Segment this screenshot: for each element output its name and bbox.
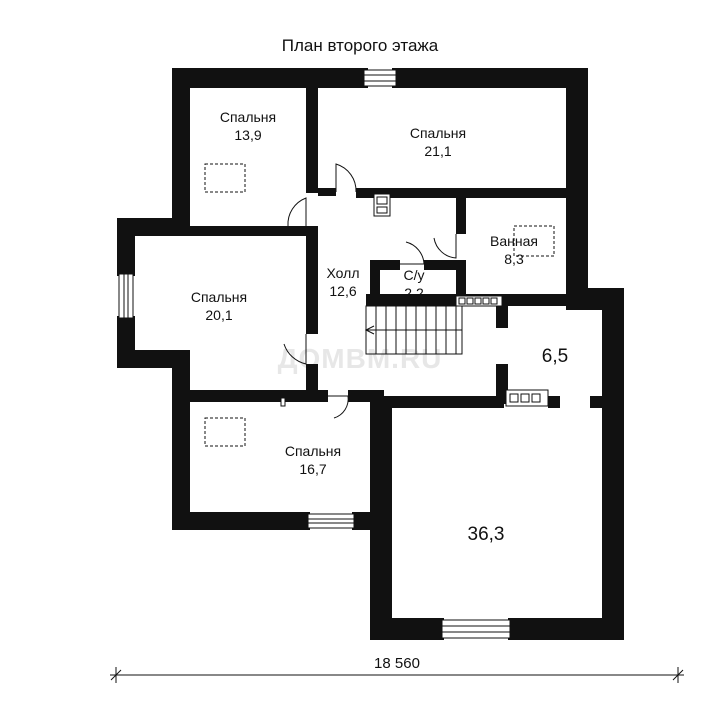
radiator-small (505, 389, 549, 407)
window-bay (118, 273, 134, 319)
room-name-bedroom-sw: Спальня (285, 443, 341, 459)
watermark: ДОМВМ.RU (278, 343, 443, 374)
room-area-hall: 12,6 (329, 283, 356, 299)
room-name-bedroom-n: Спальня (410, 125, 466, 141)
room-area-bedroom-sw: 16,7 (299, 461, 326, 477)
doors (283, 163, 457, 419)
interior-walls (190, 88, 604, 518)
room-area-small: 6,5 (542, 346, 568, 367)
exterior-walls (117, 68, 624, 640)
windows (118, 69, 511, 639)
room-name-bathroom: Ванная (490, 233, 538, 249)
dimension-label: 18 560 (374, 655, 420, 672)
door-nw-bedroom (287, 197, 307, 227)
dimension-line (110, 667, 684, 683)
room-name-wc: С/у (404, 267, 425, 283)
skylight-nw (204, 163, 246, 193)
room-area-bathroom: 8,3 (504, 251, 524, 267)
door-hall-north (335, 163, 357, 193)
skylight-bath (513, 225, 555, 257)
room-area-bedroom-w: 20,1 (205, 307, 232, 323)
window-large (441, 619, 511, 639)
door-sw-bedroom (328, 395, 349, 419)
socket (280, 397, 286, 407)
room-area-wc: 2,2 (404, 285, 424, 301)
door-bathroom (433, 234, 457, 259)
boiler (373, 193, 391, 217)
fixtures (204, 163, 555, 447)
skylight-sw (204, 417, 246, 447)
room-name-hall: Холл (327, 265, 360, 281)
radiator-bath (455, 295, 503, 307)
room-labels: Спальня 13,9 Спальня 21,1 Ванная 8,3 Хол… (191, 109, 568, 545)
room-area-bedroom-n: 21,1 (424, 143, 451, 159)
door-wc (400, 241, 425, 265)
room-name-bedroom-w: Спальня (191, 289, 247, 305)
room-area-large: 36,3 (468, 524, 505, 545)
stairs (364, 305, 463, 355)
window-sw (307, 513, 355, 529)
plan-title: План второго этажа (281, 36, 439, 55)
window-top (363, 69, 397, 87)
stair-arrow (364, 325, 375, 335)
door-w-bedroom (283, 334, 307, 365)
room-name-bedroom-nw: Спальня (220, 109, 276, 125)
room-area-bedroom-nw: 13,9 (234, 127, 261, 143)
